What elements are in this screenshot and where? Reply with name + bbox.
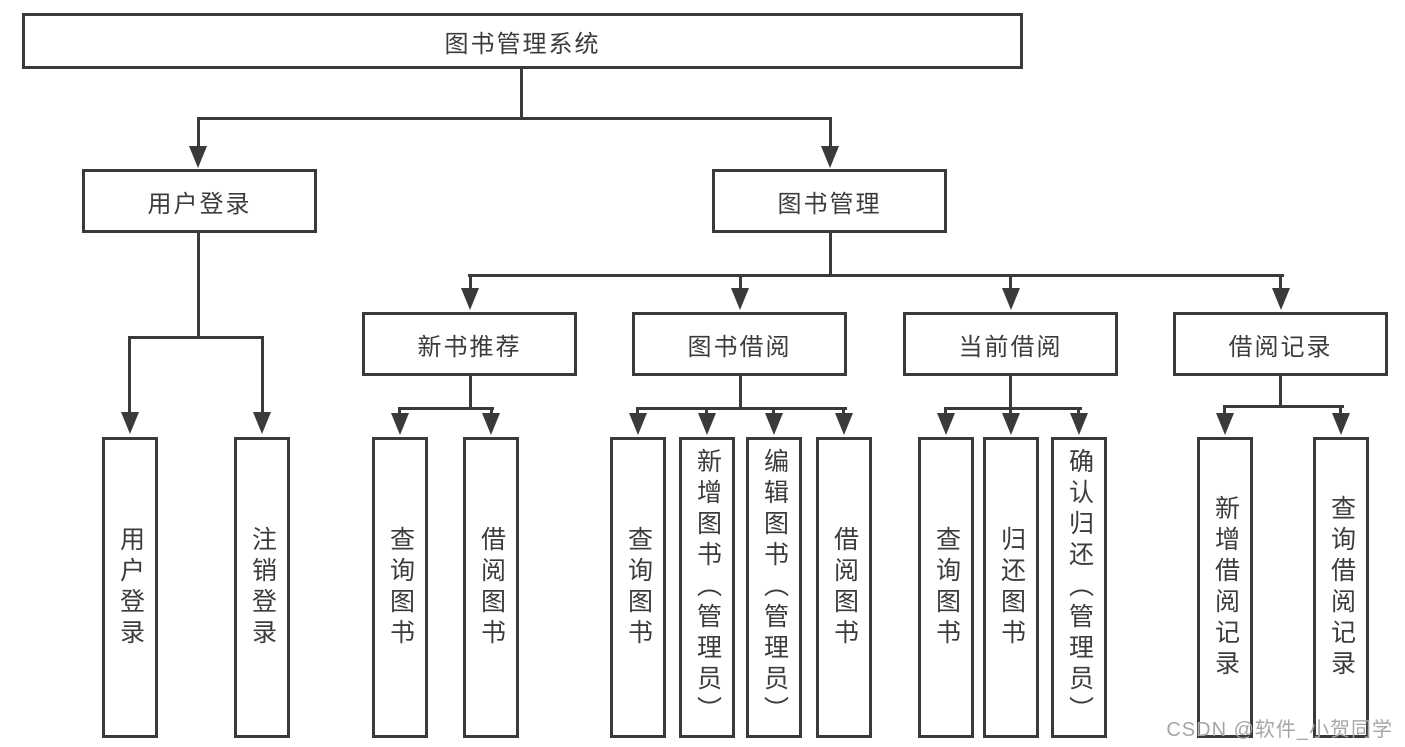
connector-line — [1339, 405, 1342, 417]
leaf-confirm-return-admin-label: 确认归还（管理员） — [1065, 448, 1094, 727]
node-new-book-recommend-label: 新书推荐 — [417, 333, 522, 361]
arrow-down-icon — [482, 413, 500, 435]
leaf-add-book-admin-label: 新增图书（管理员） — [693, 448, 722, 727]
leaf-return-book: 归还图书 — [983, 437, 1039, 738]
connector-line — [398, 407, 494, 410]
connector-line — [1009, 407, 1012, 417]
connector-line — [636, 407, 847, 410]
node-book-management-label: 图书管理 — [777, 190, 882, 218]
connector-line — [944, 407, 1082, 410]
leaf-logout: 注销登录 — [234, 437, 290, 738]
connector-line — [739, 376, 742, 410]
arrow-down-icon — [937, 413, 955, 435]
leaf-query-borrow-record-label: 查询借阅记录 — [1327, 494, 1356, 681]
leaf-borrow-book: 借阅图书 — [816, 437, 872, 738]
node-current-borrow: 当前借阅 — [903, 312, 1118, 376]
arrow-down-icon — [1070, 413, 1088, 435]
leaf-edit-book-admin-label: 编辑图书（管理员） — [760, 448, 789, 727]
leaf-user-login-label: 用户登录 — [116, 525, 145, 650]
leaf-query-book-recommend: 查询图书 — [372, 437, 428, 738]
node-root-label: 图书管理系统 — [444, 30, 601, 58]
arrow-down-icon — [1272, 288, 1290, 310]
node-current-borrow-label: 当前借阅 — [958, 333, 1063, 361]
arrow-down-icon — [1332, 413, 1350, 435]
node-book-borrow-label: 图书借阅 — [687, 333, 792, 361]
leaf-return-book-label: 归还图书 — [997, 525, 1026, 650]
connector-line — [1009, 376, 1012, 410]
arrow-down-icon — [765, 413, 783, 435]
connector-line — [261, 336, 264, 416]
connector-line — [636, 407, 639, 417]
arrow-down-icon — [698, 413, 716, 435]
node-new-book-recommend: 新书推荐 — [362, 312, 577, 376]
connector-line — [128, 336, 264, 339]
arrow-down-icon — [835, 413, 853, 435]
node-root: 图书管理系统 — [22, 13, 1023, 69]
leaf-logout-label: 注销登录 — [248, 525, 277, 650]
connector-line — [1279, 274, 1282, 292]
connector-line — [842, 407, 845, 417]
connector-line — [469, 274, 472, 292]
leaf-query-book-borrow: 查询图书 — [610, 437, 666, 738]
connector-line — [829, 117, 832, 149]
connector-line — [1279, 376, 1282, 408]
node-book-borrow: 图书借阅 — [632, 312, 847, 376]
leaf-query-book-borrow-label: 查询图书 — [624, 525, 653, 650]
leaf-query-book-current: 查询图书 — [918, 437, 974, 738]
arrow-down-icon — [1002, 288, 1020, 310]
connector-line — [520, 66, 523, 120]
connector-line — [829, 233, 832, 277]
node-user-login-label: 用户登录 — [147, 190, 252, 218]
connector-line — [1223, 405, 1226, 417]
leaf-borrow-book-recommend-label: 借阅图书 — [477, 525, 506, 650]
connector-line — [944, 407, 947, 417]
connector-line — [1009, 274, 1012, 292]
leaf-user-login: 用户登录 — [102, 437, 158, 738]
connector-line — [197, 233, 200, 339]
leaf-query-borrow-record: 查询借阅记录 — [1313, 437, 1369, 738]
node-borrow-records: 借阅记录 — [1173, 312, 1388, 376]
connector-line — [197, 117, 832, 120]
arrow-down-icon — [391, 413, 409, 435]
arrow-down-icon — [731, 288, 749, 310]
connector-line — [772, 407, 775, 417]
arrow-down-icon — [629, 413, 647, 435]
connector-line — [490, 407, 493, 417]
connector-line — [468, 274, 1284, 277]
arrow-down-icon — [1216, 413, 1234, 435]
arrow-down-icon — [189, 146, 207, 168]
leaf-add-borrow-record-label: 新增借阅记录 — [1211, 494, 1240, 681]
arrow-down-icon — [821, 146, 839, 168]
node-borrow-records-label: 借阅记录 — [1228, 333, 1333, 361]
node-user-login: 用户登录 — [82, 169, 317, 233]
connector-line — [739, 274, 742, 292]
connector-line — [705, 407, 708, 417]
leaf-add-borrow-record: 新增借阅记录 — [1197, 437, 1253, 738]
leaf-borrow-book-label: 借阅图书 — [830, 525, 859, 650]
connector-line — [1223, 405, 1344, 408]
arrow-down-icon — [1002, 413, 1020, 435]
connector-line — [128, 336, 131, 416]
leaf-query-book-current-label: 查询图书 — [932, 525, 961, 650]
connector-line — [398, 407, 401, 417]
connector-line — [469, 376, 472, 410]
leaf-query-book-recommend-label: 查询图书 — [386, 525, 415, 650]
connector-line — [197, 117, 200, 149]
arrow-down-icon — [461, 288, 479, 310]
node-book-management: 图书管理 — [712, 169, 947, 233]
watermark: CSDN @软件_小贺同学 — [1166, 719, 1393, 741]
arrow-down-icon — [253, 412, 271, 434]
leaf-borrow-book-recommend: 借阅图书 — [463, 437, 519, 738]
leaf-edit-book-admin: 编辑图书（管理员） — [746, 437, 802, 738]
leaf-add-book-admin: 新增图书（管理员） — [679, 437, 735, 738]
leaf-confirm-return-admin: 确认归还（管理员） — [1051, 437, 1107, 738]
connector-line — [1077, 407, 1080, 417]
arrow-down-icon — [121, 412, 139, 434]
